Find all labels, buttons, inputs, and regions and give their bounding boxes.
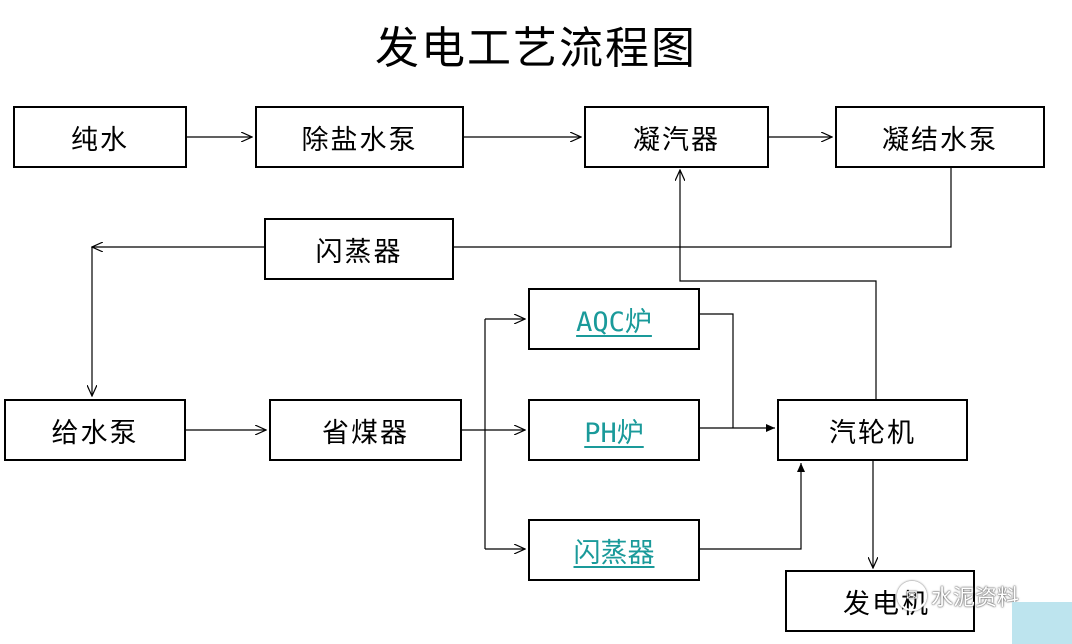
page-title: 发电工艺流程图 — [375, 23, 697, 74]
node-feed-pump-label: 给水泵 — [51, 417, 139, 449]
node-flash-evaporator-top: 闪蒸器 — [264, 218, 454, 280]
node-aqc-boiler-link[interactable]: AQC炉 — [576, 306, 652, 338]
node-desalt-pump-label: 除盐水泵 — [301, 124, 418, 156]
node-flash-evaporator-link[interactable]: 闪蒸器 — [528, 519, 700, 581]
node-condensate-pump: 凝结水泵 — [835, 106, 1045, 168]
node-ph-boiler-link[interactable]: PH炉 — [584, 417, 644, 449]
node-pure-water-label: 纯水 — [71, 124, 129, 156]
node-condensate-pump-label: 凝结水泵 — [882, 124, 998, 156]
node-ph-boiler[interactable]: PH炉 — [528, 399, 700, 461]
node-economizer-label: 省煤器 — [322, 417, 409, 449]
node-turbine-label: 汽轮机 — [829, 417, 916, 449]
line-aqc-to-turbine — [700, 313, 734, 428]
watermark-text: 水泥资料 — [931, 586, 1020, 611]
node-condenser: 凝汽器 — [584, 106, 769, 168]
node-feed-pump: 给水泵 — [4, 399, 186, 461]
node-economizer: 省煤器 — [269, 399, 462, 461]
node-flash-evaporator-top-label: 闪蒸器 — [315, 236, 403, 268]
node-flash-evaporator-link-label[interactable]: 闪蒸器 — [573, 537, 655, 569]
node-turbine: 汽轮机 — [777, 399, 968, 461]
node-generator: 发电机 — [785, 570, 975, 632]
watermark: ✉ 水泥资料 — [897, 580, 1019, 612]
node-aqc-boiler[interactable]: AQC炉 — [528, 288, 700, 350]
node-pure-water: 纯水 — [13, 106, 187, 168]
arrow-condensatepump-to-feedline — [454, 167, 952, 248]
node-desalt-pump: 除盐水泵 — [255, 106, 464, 168]
corner-decoration — [1012, 602, 1072, 644]
wechat-icon: ✉ — [897, 581, 927, 611]
node-condenser-label: 凝汽器 — [633, 124, 720, 156]
arrow-flash-to-turbine — [700, 463, 805, 550]
arrow-turbine-to-condenser — [680, 170, 877, 399]
